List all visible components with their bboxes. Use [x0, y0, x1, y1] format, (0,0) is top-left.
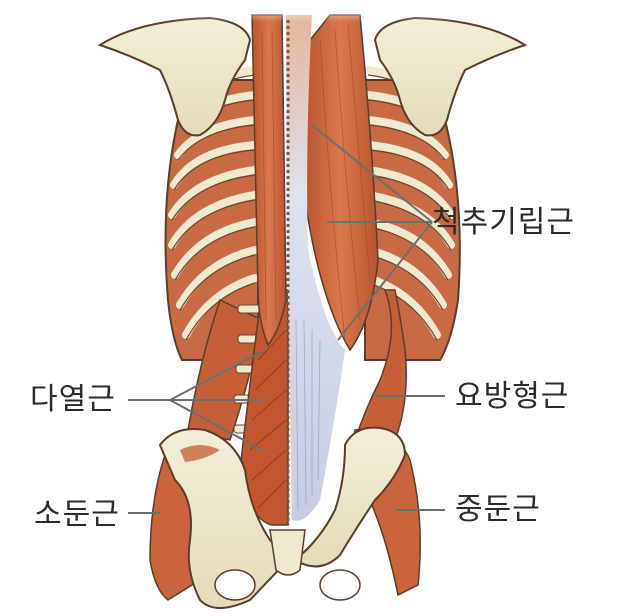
erector-spinae-muscle [251, 14, 379, 352]
pelvis [158, 426, 407, 609]
thoracolumbar-fascia [286, 15, 345, 525]
label-gluteus-minimus: 소둔근 [34, 497, 120, 532]
label-gluteus-medius: 중둔근 [455, 492, 541, 527]
leader-lines [128, 124, 445, 514]
multifidus-muscle [239, 289, 289, 526]
ribcage [164, 66, 461, 361]
label-multifidus: 다열근 [30, 382, 116, 417]
label-erector-spinae: 척추기립근 [432, 205, 575, 240]
scapulae [97, 16, 528, 137]
label-quadratus-lumborum: 요방형근 [455, 379, 570, 414]
